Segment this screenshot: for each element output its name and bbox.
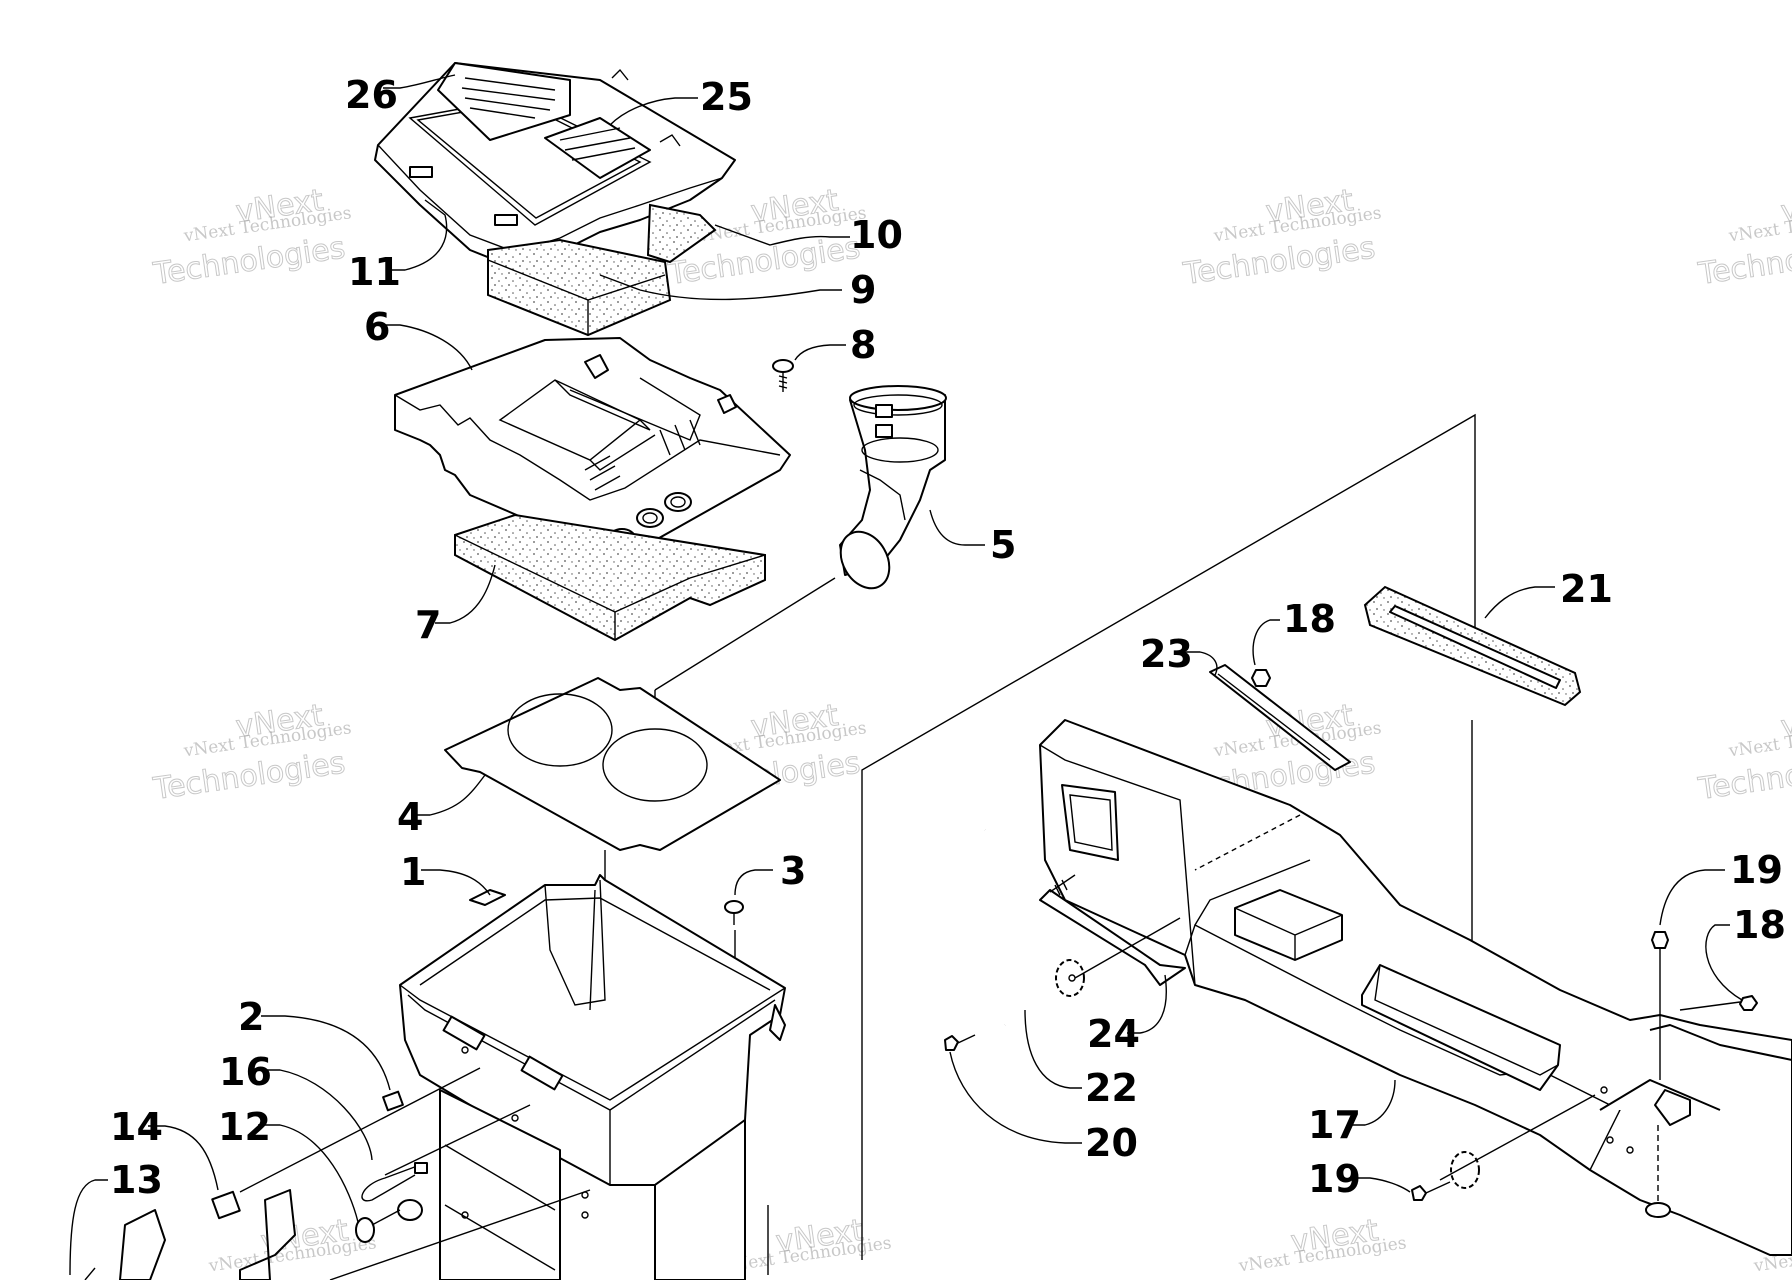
watermark: vNext vNext Technologies Technologies [1695, 698, 1792, 808]
callout-26: 26 [345, 73, 398, 117]
bracket-12 [355, 1199, 423, 1243]
callout-6: 6 [364, 305, 390, 349]
air-box-cover [374, 62, 736, 269]
callout-14: 14 [110, 1105, 163, 1149]
callout-19: 19 [1730, 848, 1783, 892]
watermark: vNext vNext Technologies Technologies [1695, 183, 1792, 293]
watermark: vNext vNext Technologies [1237, 1213, 1408, 1277]
svg-text:Technologies: Technologies [1181, 230, 1378, 292]
watermark: vNext vNext Technologies Technologies [150, 183, 353, 293]
callout-4: 4 [397, 795, 423, 839]
callout-12: 12 [218, 1105, 271, 1149]
foam-filter-9 [487, 238, 672, 337]
svg-text:vNext: vNext [1779, 698, 1792, 745]
rod-22 [953, 829, 1032, 1027]
svg-text:Technologies: Technologies [151, 745, 348, 807]
callout-10: 10 [850, 213, 903, 257]
callout-labels: 26 25 10 11 9 6 8 5 7 4 1 3 2 16 14 12 1… [110, 73, 1786, 1202]
callout-5: 5 [990, 523, 1016, 567]
hardware-leaders [239, 1067, 591, 1280]
callout-21: 21 [1560, 567, 1613, 611]
bolt-19-upper [1651, 931, 1669, 1080]
callout-23: 23 [1140, 632, 1193, 676]
callout-8: 8 [850, 323, 876, 367]
bracket-24 [1039, 874, 1186, 986]
svg-text:Technologies: Technologies [151, 230, 348, 292]
washer-22 [1055, 959, 1085, 997]
nut-18 [1251, 669, 1271, 687]
svg-text:vNext: vNext [1779, 183, 1792, 230]
callout-13: 13 [110, 1158, 163, 1202]
screw-8 [772, 359, 794, 392]
callout-16: 16 [219, 1050, 272, 1094]
watermark: vNext vNext Technologies Technologies [1180, 183, 1383, 293]
cover-plate [1209, 664, 1351, 771]
right-side-leaders [1074, 917, 1741, 1181]
callout-1: 1 [400, 850, 426, 894]
callout-leaders [69, 74, 1743, 1276]
callout-17: 17 [1308, 1103, 1361, 1147]
foam-filter-10 [646, 203, 717, 264]
washer-19 [1450, 1151, 1480, 1189]
callout-24: 24 [1087, 1012, 1140, 1056]
spacer-14 [211, 1190, 241, 1220]
bolt-20 [944, 1034, 976, 1051]
callout-19: 19 [1308, 1157, 1361, 1201]
callout-22: 22 [1085, 1066, 1138, 1110]
callout-18: 18 [1283, 597, 1336, 641]
gasket [1363, 585, 1582, 707]
callout-18: 18 [1733, 903, 1786, 947]
intake-duct [1039, 719, 1792, 1256]
bracket-13 [84, 1189, 296, 1280]
callout-2: 2 [238, 995, 264, 1039]
callout-20: 20 [1085, 1121, 1138, 1165]
callout-11: 11 [348, 250, 401, 294]
bolt-19 [1411, 1181, 1451, 1201]
air-box [399, 874, 786, 1280]
grommet-2 [382, 1090, 404, 1112]
intake-elbow [839, 385, 947, 590]
callout-25: 25 [700, 75, 753, 119]
watermark: vNext vNext Technologies Technologies [150, 698, 353, 808]
callout-3: 3 [780, 849, 806, 893]
clamp-16 [361, 1162, 428, 1202]
nut-18-lower [1739, 995, 1758, 1011]
callout-7: 7 [415, 603, 441, 647]
foam-filter-7 [454, 513, 766, 642]
callout-9: 9 [850, 268, 876, 312]
mounting-plate [444, 677, 781, 851]
